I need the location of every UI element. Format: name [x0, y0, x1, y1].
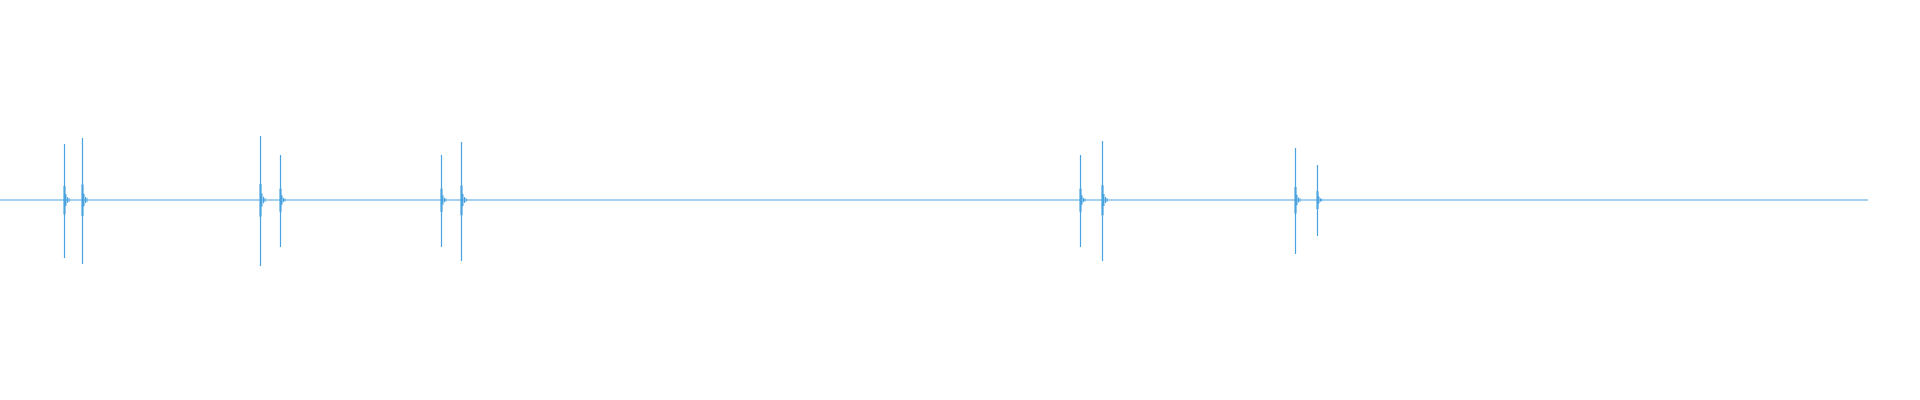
waveform-spikes: [63, 136, 1323, 266]
